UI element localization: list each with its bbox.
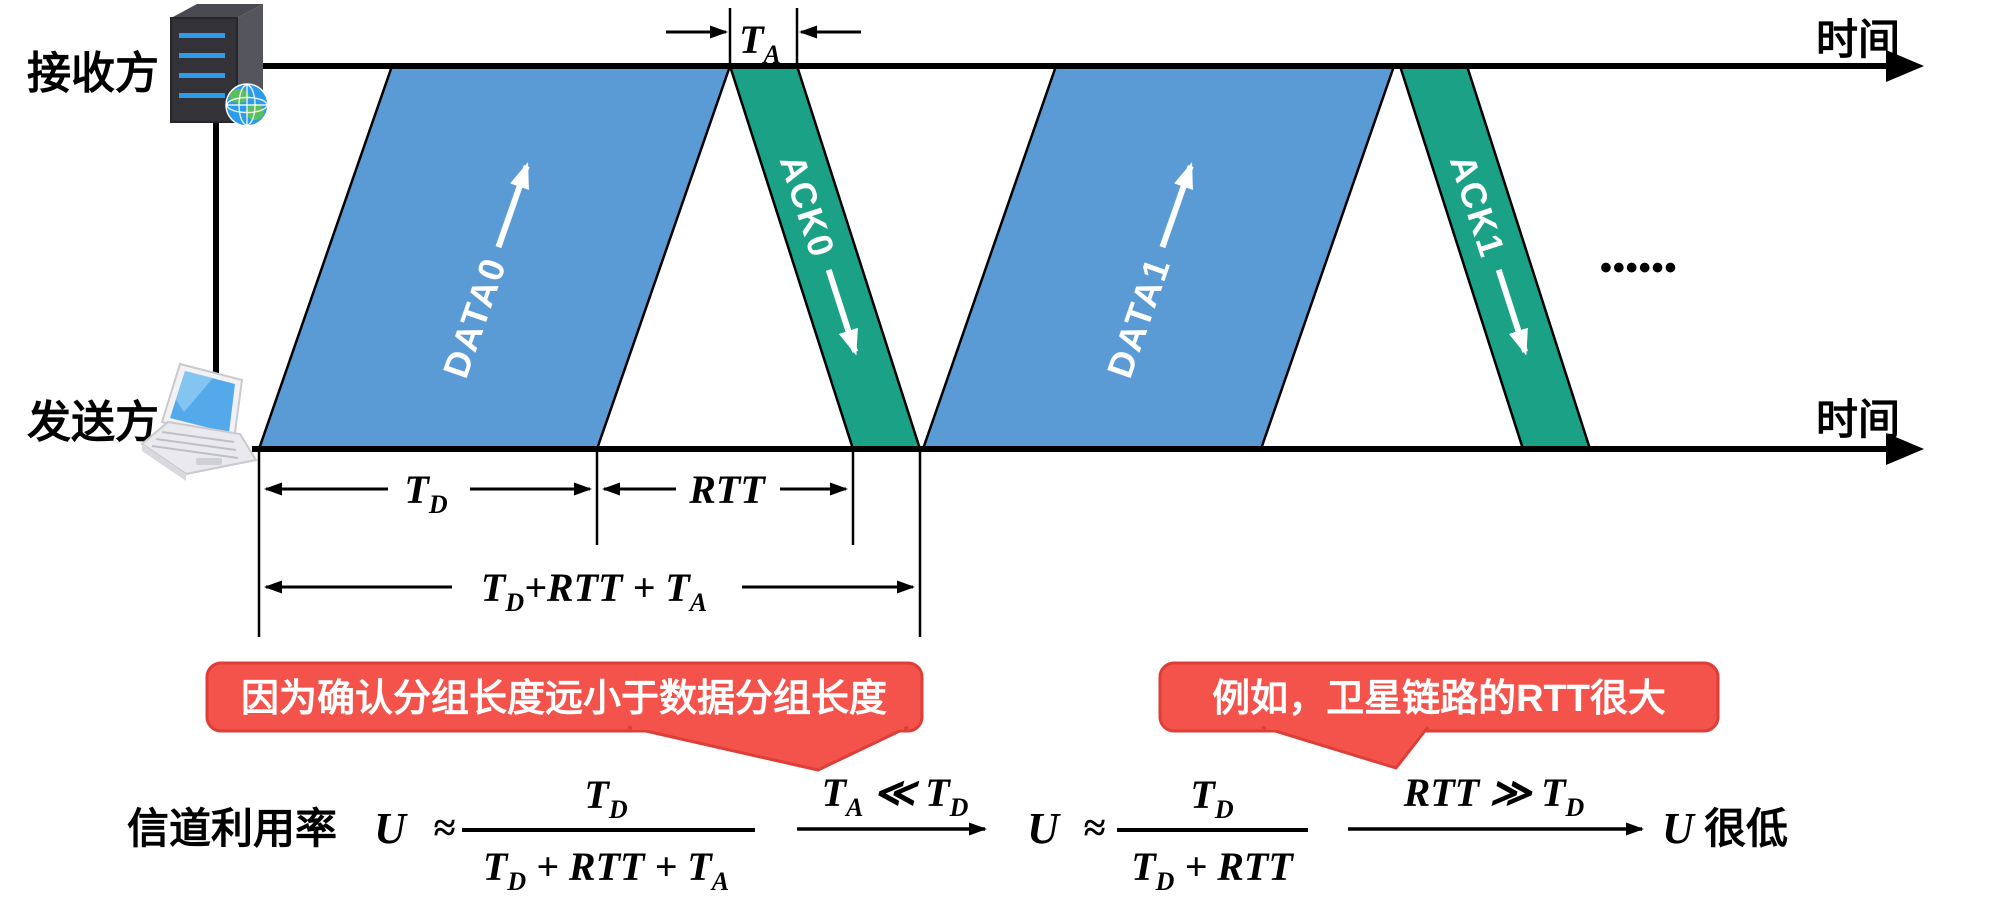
data0-band	[257, 64, 732, 451]
dimension-annotations: TD RTT TD+RTT + TA	[257, 449, 922, 637]
sender-timeline: 时间	[252, 396, 1924, 465]
result-label: U 很低	[1662, 804, 1788, 853]
ta-annotation: TA	[666, 8, 861, 69]
approx-symbol-2: ≈	[1083, 805, 1105, 850]
fraction-2-denominator: TD + RTT	[1131, 844, 1294, 896]
fraction-1: TD TD + RTT + TA	[462, 772, 755, 896]
callout-right: 例如，卫星链路的RTT很大	[1158, 661, 1720, 770]
continuation-dots: ••••••	[1600, 249, 1677, 287]
sender-label: 发送方	[27, 398, 159, 447]
total-dimension: TD+RTT + TA	[264, 565, 915, 617]
receiver-timeline: 时间	[255, 16, 1924, 82]
laptop-icon	[140, 362, 258, 481]
u-symbol-1: U	[374, 804, 408, 853]
callout-right-text: 例如，卫星链路的RTT很大	[1212, 678, 1666, 720]
globe-icon	[225, 83, 269, 127]
condition-arrow-1: TA ≪ TD	[797, 770, 987, 836]
ack0-band	[728, 64, 922, 451]
fraction-2: TD TD + RTT	[1117, 772, 1308, 896]
condition-arrow-2: RTT ≫ TD	[1348, 770, 1644, 836]
fraction-1-denominator: TD + RTT + TA	[483, 844, 729, 896]
receiver-label: 接收方	[27, 49, 159, 98]
data1-direction-arrow	[1159, 162, 1194, 249]
callout-right-tail	[1261, 725, 1430, 770]
receiver-timeline-arrowhead	[1886, 50, 1924, 82]
sender-timeline-arrowhead	[1886, 433, 1924, 465]
u-symbol-2: U	[1027, 804, 1061, 853]
result-u-symbol: U	[1662, 804, 1696, 853]
server-icon	[170, 4, 269, 127]
result-text: 很低	[1704, 805, 1788, 852]
rtt-label: RTT	[688, 467, 766, 512]
callout-left: 因为确认分组长度远小于数据分组长度	[205, 661, 924, 772]
condition-1-label: TA ≪ TD	[822, 770, 969, 822]
total-time-label: TD+RTT + TA	[481, 565, 707, 617]
formula-intro: 信道利用率	[127, 805, 337, 852]
ack0-direction-arrow	[825, 268, 858, 356]
callout-left-tail	[627, 725, 909, 772]
time-label-top: 时间	[1816, 16, 1900, 63]
data0-direction-arrow	[495, 162, 530, 249]
approx-symbol-1: ≈	[433, 805, 455, 850]
packet-bands: DATA0 ACK0 DATA1 ACK1	[257, 64, 1592, 451]
fraction-1-numerator: TD	[584, 772, 627, 824]
fraction-2-numerator: TD	[1190, 772, 1233, 824]
ta-label: TA	[739, 17, 781, 69]
utilization-formula: 信道利用率 U ≈ TD TD + RTT + TA TA ≪ TD U ≈ T…	[127, 770, 1788, 896]
td-label: TD	[404, 467, 447, 519]
rtt-dimension: RTT	[602, 467, 848, 512]
td-dimension: TD	[264, 467, 592, 519]
ack1-band	[1398, 64, 1592, 451]
data1-band	[921, 64, 1396, 451]
time-label-bottom: 时间	[1816, 396, 1900, 443]
ack1-direction-arrow	[1495, 268, 1528, 356]
condition-2-label: RTT ≫ TD	[1403, 770, 1585, 822]
callout-left-text: 因为确认分组长度远小于数据分组长度	[241, 678, 887, 720]
